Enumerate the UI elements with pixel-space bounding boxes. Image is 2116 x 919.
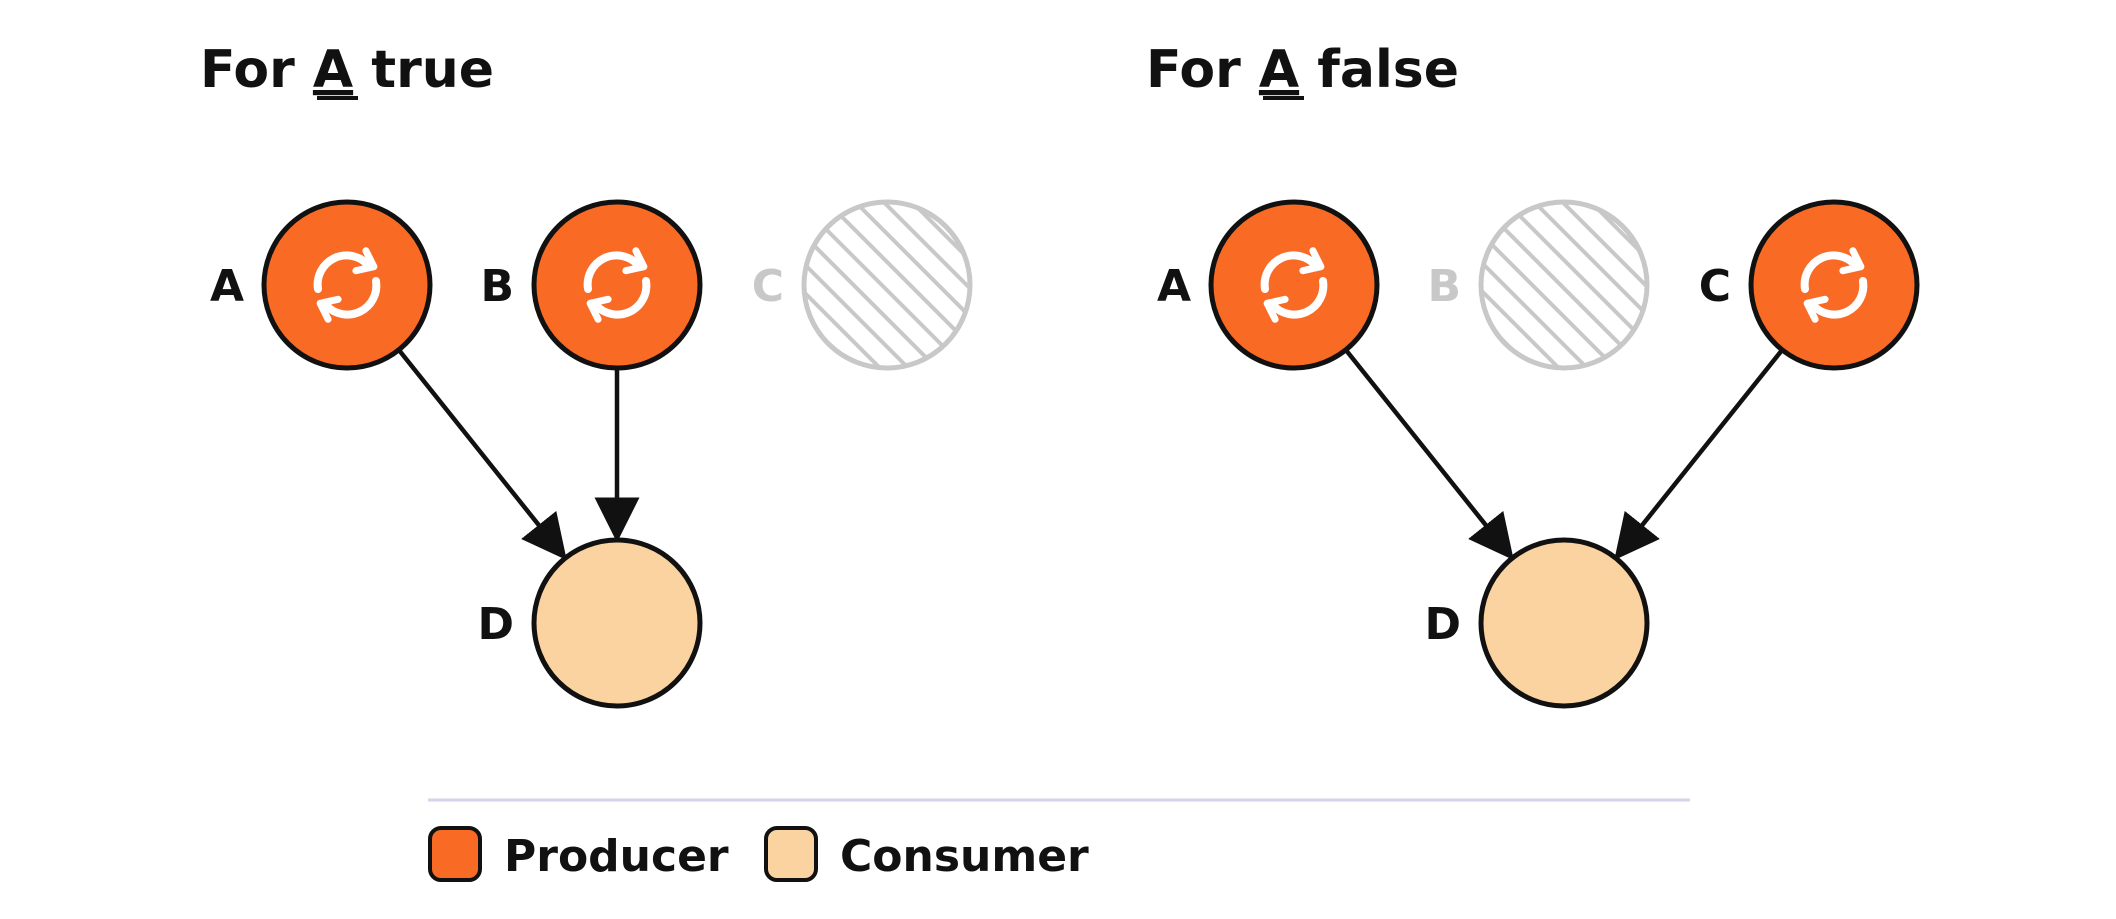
- node-circle: [1748, 199, 1920, 371]
- edge-c-to-d: [1614, 348, 1784, 561]
- edge-a-to-d: [397, 348, 567, 561]
- node-d: D: [1424, 537, 1650, 709]
- node-label: A: [1157, 261, 1191, 312]
- producer-swatch: [428, 826, 482, 882]
- panel-a-false: For A false A B C D: [1146, 40, 1920, 709]
- refresh-icon: [1800, 247, 1868, 323]
- node-circle: [1208, 199, 1380, 371]
- legend-label: Producer: [504, 831, 729, 882]
- node-label: B: [1427, 261, 1461, 312]
- edge-a-to-d: [1344, 348, 1514, 561]
- node-label: C: [752, 261, 784, 312]
- legend-label: Consumer: [840, 831, 1089, 882]
- node-c: C: [1699, 199, 1920, 371]
- node-label: C: [1699, 261, 1731, 312]
- node-label: D: [1424, 599, 1461, 650]
- node-label: D: [477, 599, 514, 650]
- legend-item-producer: Producer: [428, 826, 729, 882]
- legend-item-consumer: Consumer: [764, 826, 1089, 882]
- node-c: C: [752, 199, 973, 371]
- node-circle: [531, 199, 703, 371]
- panel-a-true: For A true A B C D: [200, 40, 973, 709]
- node-label: B: [480, 261, 514, 312]
- panel-title: For A true: [200, 40, 494, 100]
- panel-title: For A false: [1146, 40, 1459, 100]
- node-circle: [531, 537, 703, 709]
- node-circle: [1478, 537, 1650, 709]
- refresh-icon: [313, 247, 381, 323]
- node-circle: [261, 199, 433, 371]
- node-circle: [801, 199, 973, 371]
- consumer-swatch: [764, 826, 818, 882]
- refresh-icon: [583, 247, 651, 323]
- refresh-icon: [1260, 247, 1328, 323]
- legend: Producer Consumer: [428, 826, 1089, 882]
- node-a: A: [1157, 199, 1380, 371]
- node-a: A: [210, 199, 433, 371]
- node-circle: [1478, 199, 1650, 371]
- node-b: B: [1427, 199, 1650, 371]
- node-d: D: [477, 537, 703, 709]
- node-label: A: [210, 261, 244, 312]
- node-b: B: [480, 199, 703, 371]
